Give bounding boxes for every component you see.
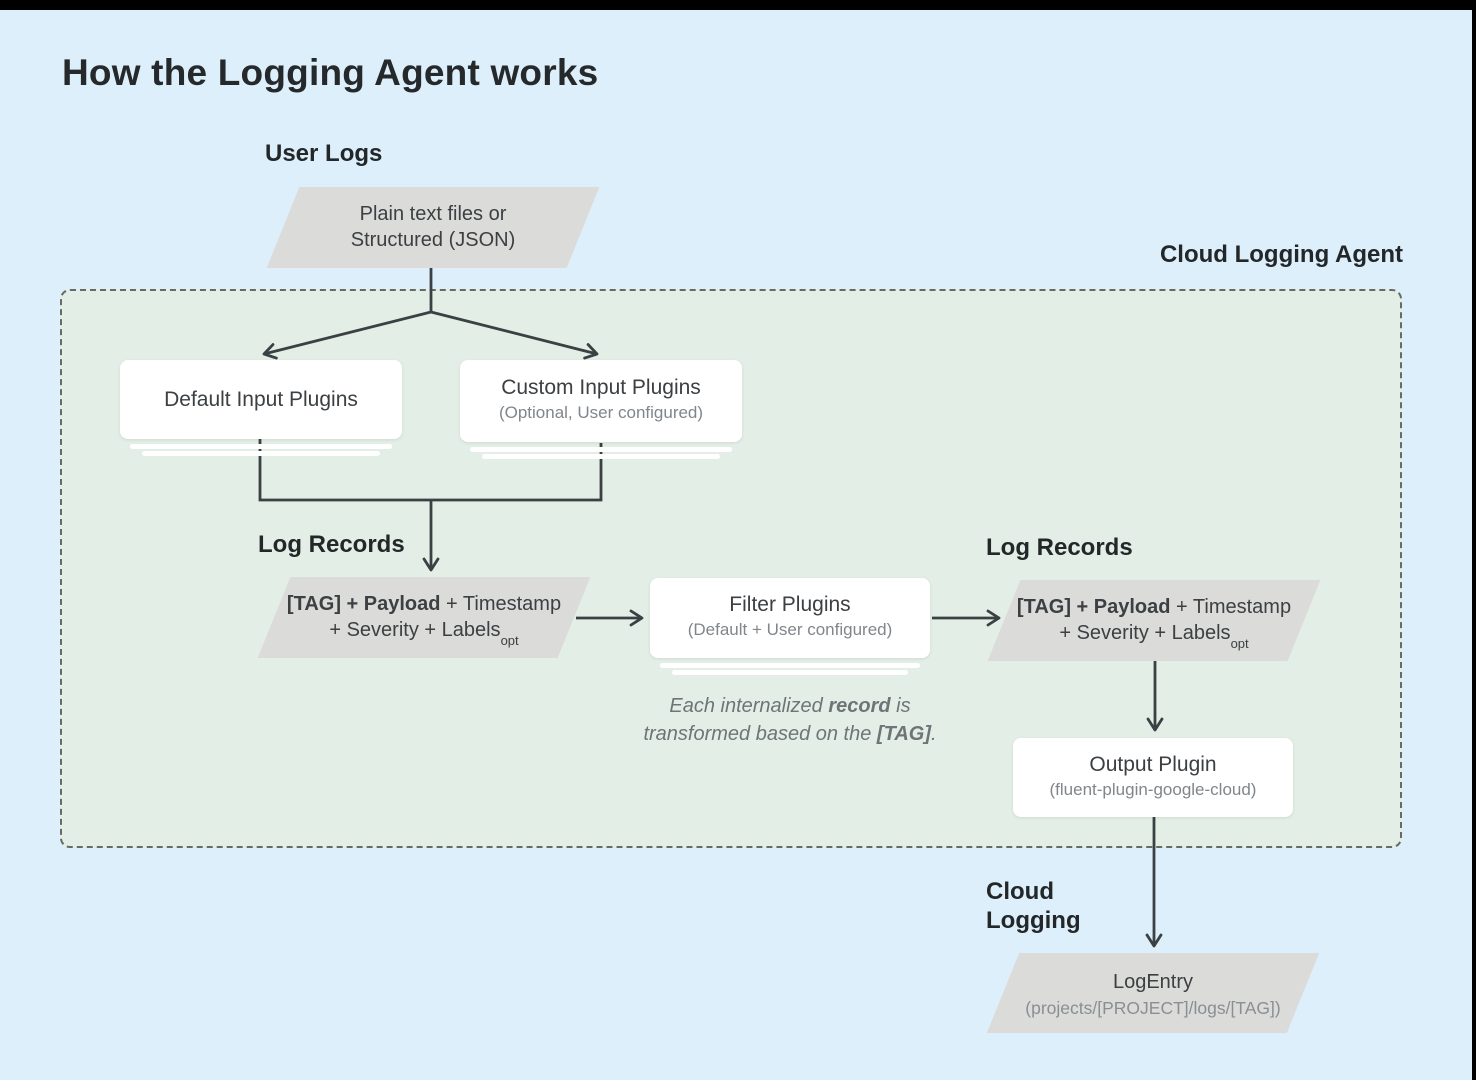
window-frame-right-bar: [1472, 0, 1476, 1080]
cloud-logging-label: Cloud Logging: [986, 877, 1081, 935]
filter-plugins-subtitle: (Default + User configured): [687, 620, 893, 639]
log-record-left-bold: [TAG] + Payload: [286, 593, 441, 615]
filter-plugins-title: Filter Plugins: [729, 593, 851, 616]
log-entry-title: LogEntry: [1112, 971, 1194, 993]
log-record-left-line2-text: + Severity + Labels: [329, 619, 501, 641]
output-plugin-title: Output Plugin: [1089, 753, 1217, 776]
filter-note-seg1: Each internalized: [669, 695, 829, 717]
filter-plugins-stack-stripe-2: [672, 670, 908, 675]
log-record-right-line1: [TAG] + Payload + Timestamp: [1004, 594, 1304, 620]
user-logs-label: User Logs: [265, 140, 383, 167]
filter-note-line1: Each internalized record is: [610, 692, 970, 720]
log-entry-subtitle: (projects/[PROJECT]/logs/[TAG]): [1025, 998, 1281, 1018]
user-logs-parallelogram: Plain text files or Structured (JSON): [266, 187, 600, 268]
log-record-right-bold: [TAG] + Payload: [1016, 596, 1171, 618]
log-record-right-rest: + Timestamp: [1170, 596, 1292, 618]
custom-input-plugins-subtitle: (Optional, User configured): [498, 403, 704, 422]
filter-note: Each internalized record is transformed …: [610, 692, 970, 748]
log-records-left-label: Log Records: [258, 531, 405, 558]
log-record-left-parallelogram: [TAG] + Payload + Timestamp + Severity +…: [257, 577, 591, 658]
cloud-logging-agent-label: Cloud Logging Agent: [1159, 241, 1403, 268]
default-input-stack-stripe-1: [130, 444, 392, 449]
custom-input-stack-stripe-2: [482, 454, 720, 459]
log-record-left-line2: + Severity + Labelsopt: [274, 617, 574, 647]
custom-input-plugins-box: Custom Input Plugins (Optional, User con…: [460, 360, 742, 442]
filter-note-bold1: record: [828, 695, 891, 717]
custom-input-stack-stripe-1: [470, 447, 732, 452]
filter-note-bold2: [TAG]: [876, 723, 931, 745]
filter-note-line2: transformed based on the [TAG].: [610, 720, 970, 748]
log-record-right-parallelogram: [TAG] + Payload + Timestamp + Severity +…: [987, 580, 1321, 661]
output-plugin-box: Output Plugin (fluent-plugin-google-clou…: [1013, 738, 1293, 817]
filter-plugins-stack-stripe-1: [660, 663, 920, 668]
log-records-right-label: Log Records: [986, 534, 1133, 561]
log-record-right-subscript: opt: [1230, 636, 1249, 651]
user-logs-line2: Structured (JSON): [350, 229, 516, 251]
window-frame-top-bar: [0, 0, 1476, 10]
filter-note-seg4: .: [930, 723, 937, 745]
page-title: How the Logging Agent works: [62, 52, 599, 93]
cloud-logging-label-line1: Cloud: [986, 878, 1054, 905]
cloud-logging-label-line2: Logging: [986, 907, 1081, 934]
default-input-stack-stripe-2: [142, 451, 380, 456]
default-input-plugins-box: Default Input Plugins: [120, 360, 402, 439]
log-record-left-subscript: opt: [500, 633, 519, 648]
filter-note-seg3: transformed based on the: [643, 723, 877, 745]
log-record-left-line1: [TAG] + Payload + Timestamp: [274, 591, 574, 617]
log-record-right-line2: + Severity + Labelsopt: [1004, 620, 1304, 650]
output-plugin-subtitle: (fluent-plugin-google-cloud): [1049, 780, 1257, 799]
log-entry-parallelogram: LogEntry (projects/[PROJECT]/logs/[TAG]): [986, 953, 1320, 1033]
filter-plugins-box: Filter Plugins (Default + User configure…: [650, 578, 930, 658]
log-record-left-rest: + Timestamp: [440, 593, 562, 615]
custom-input-plugins-title: Custom Input Plugins: [501, 376, 701, 399]
default-input-plugins-title: Default Input Plugins: [164, 388, 358, 411]
user-logs-line1: Plain text files or: [359, 203, 507, 225]
filter-note-seg2: is: [890, 695, 911, 717]
log-record-right-line2-text: + Severity + Labels: [1059, 622, 1231, 644]
